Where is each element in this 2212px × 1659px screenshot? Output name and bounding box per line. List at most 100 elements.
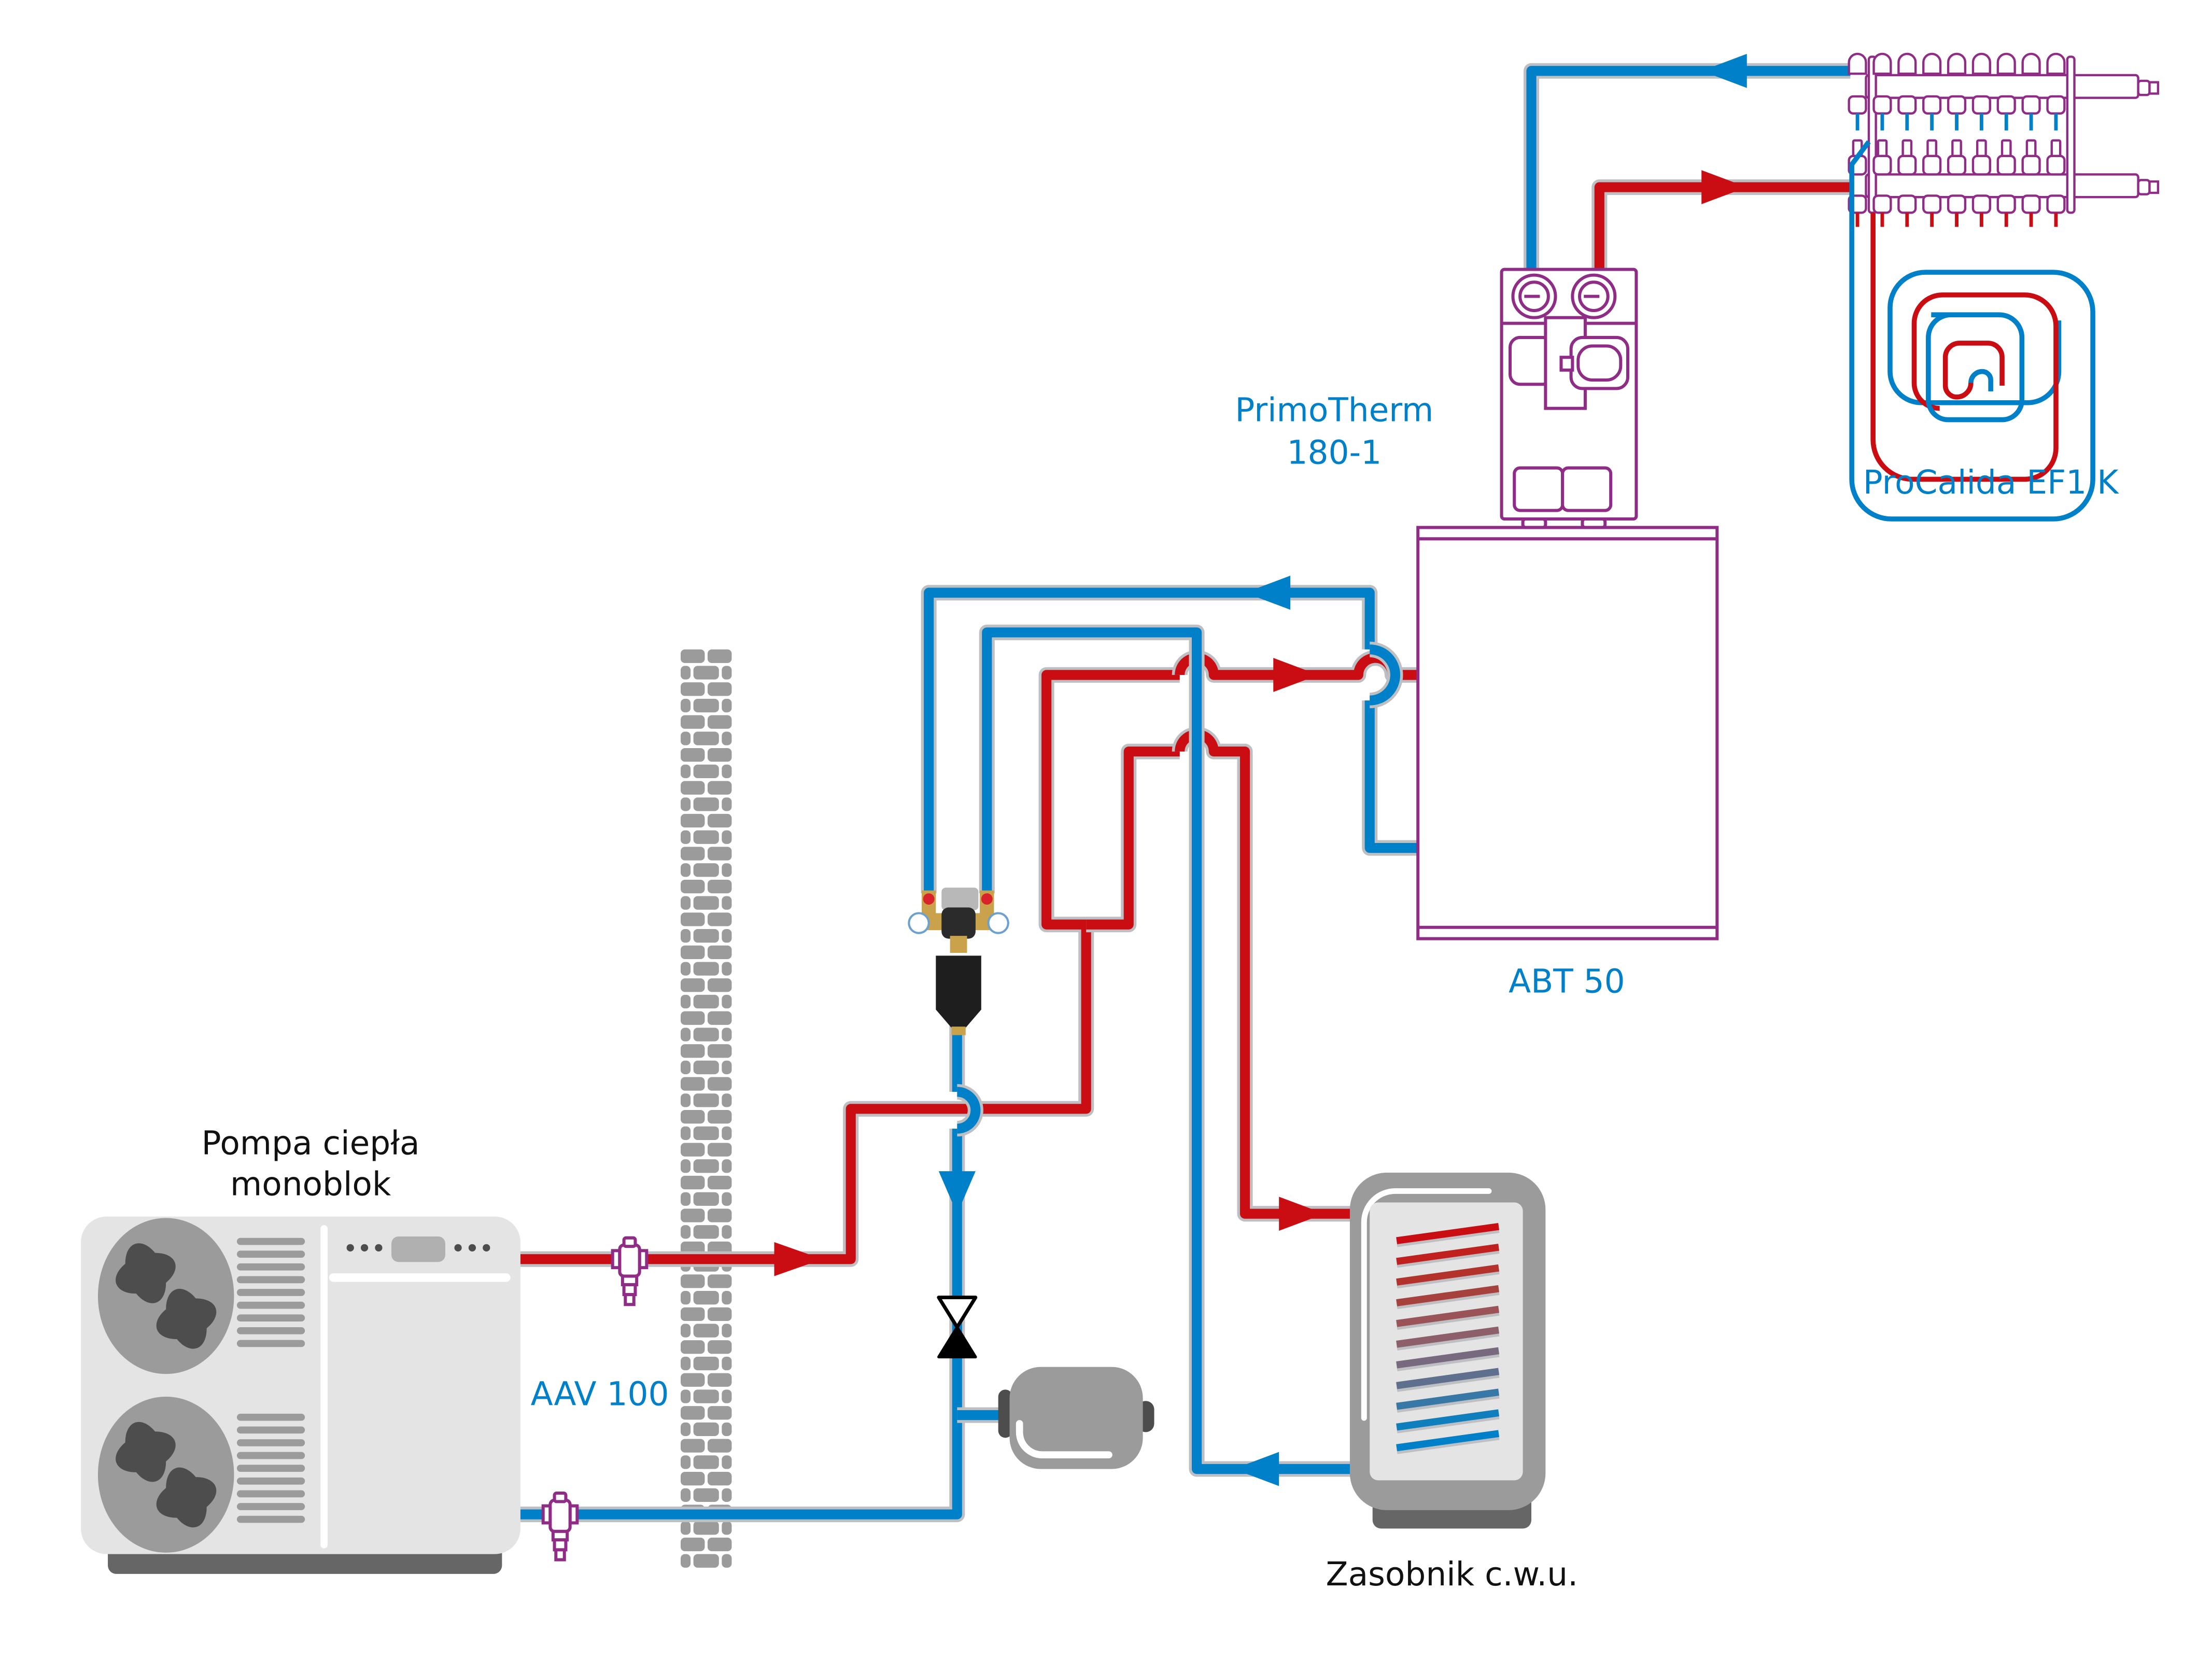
brick <box>693 1488 719 1502</box>
arrow-buffer-supply <box>1273 658 1319 692</box>
flow-arrows <box>774 53 1747 1486</box>
coil-turn <box>1396 1368 1500 1389</box>
brick <box>680 929 691 943</box>
brick <box>693 1521 719 1535</box>
brick <box>680 847 705 861</box>
vent-slot <box>236 1238 305 1245</box>
brick <box>707 649 732 663</box>
brick <box>707 1143 732 1157</box>
outlet-fitting <box>1947 194 1967 214</box>
brick <box>707 1307 732 1321</box>
vent-slot <box>236 1477 305 1485</box>
valve-cap <box>2021 52 2041 75</box>
brick <box>707 879 732 894</box>
brick <box>722 666 732 680</box>
brick <box>680 962 691 976</box>
brick <box>722 764 732 778</box>
brick <box>707 1011 732 1025</box>
outlet-fitting <box>1996 95 2016 115</box>
brick <box>693 1028 719 1042</box>
brick <box>680 1060 691 1075</box>
valve-cap <box>1996 52 2016 75</box>
ball-valve-handle-icon <box>981 893 993 905</box>
vent-slot <box>236 1426 305 1434</box>
brick <box>707 1175 732 1190</box>
valve-cap <box>1947 52 1967 75</box>
brick <box>680 797 691 811</box>
brick <box>680 945 705 959</box>
brick <box>722 698 732 713</box>
brick <box>680 994 691 1009</box>
brick <box>693 666 719 680</box>
heat-pump-label: monoblok <box>230 1165 391 1203</box>
circulation-pump-icon <box>1559 335 1630 390</box>
coil-turn <box>1396 1243 1500 1265</box>
antifreeze-valve-return <box>541 1491 579 1562</box>
brick <box>680 1274 705 1288</box>
brick <box>693 863 719 877</box>
brick <box>680 912 705 926</box>
air-vent-icon <box>2148 180 2160 194</box>
brick <box>693 1126 719 1140</box>
brick <box>722 1159 732 1173</box>
building-wall <box>680 649 732 1568</box>
outlet-fitting <box>1872 95 1892 115</box>
brick <box>680 1455 691 1469</box>
brick <box>722 1389 732 1403</box>
flow-meter-icon <box>1971 154 1991 176</box>
outlet-fitting <box>1872 194 1892 214</box>
brick <box>693 929 719 943</box>
brick <box>707 1044 732 1058</box>
flow-meter-icon <box>1922 154 1942 176</box>
valve-cap <box>1848 52 1867 75</box>
brick <box>680 1340 705 1354</box>
fan-icon <box>97 1397 234 1553</box>
floor-heating-manifold <box>1848 52 2160 227</box>
brick <box>693 1422 719 1437</box>
brick <box>680 1011 705 1025</box>
brick <box>722 1093 732 1107</box>
brick <box>707 682 732 696</box>
brick <box>680 1554 691 1568</box>
brick <box>722 1060 732 1075</box>
thermometer-gauge-icon <box>1571 273 1617 319</box>
floor-heating-loop <box>1849 140 2095 522</box>
brick <box>707 978 732 992</box>
arrow-floor-supply <box>1701 170 1747 204</box>
brick <box>707 1406 732 1420</box>
brick <box>680 781 705 795</box>
brick <box>707 1373 732 1387</box>
arrow-heat-pump-return <box>938 1171 976 1214</box>
buffer-tank-label: ABT 50 <box>1509 963 1625 1001</box>
brick <box>680 1422 691 1437</box>
brick <box>693 1093 719 1107</box>
brick <box>693 962 719 976</box>
flow-meter-icon <box>2046 154 2066 176</box>
outlet-fitting <box>1922 194 1942 214</box>
brick <box>680 1093 691 1107</box>
dhw-tank-label: Zasobnik c.w.u. <box>1326 1555 1579 1593</box>
outlet-fitting <box>2021 194 2041 214</box>
coil-turn <box>1396 1223 1500 1244</box>
antifreeze-valve-label: AAV 100 <box>531 1375 669 1413</box>
brick <box>722 896 732 910</box>
brick <box>707 1109 732 1124</box>
brick <box>707 1537 732 1552</box>
buffer-tank <box>1416 517 1719 940</box>
brick <box>693 994 719 1009</box>
brick <box>680 732 691 746</box>
brick <box>722 830 732 844</box>
dhw-tank <box>1349 1172 1546 1529</box>
thermometer-gauge-icon <box>908 912 930 934</box>
fan-icon <box>97 1218 234 1374</box>
brick <box>680 1307 705 1321</box>
brick <box>680 1488 691 1502</box>
brick <box>680 1143 705 1157</box>
brick <box>680 1406 705 1420</box>
brick <box>680 896 691 910</box>
ball-valve-handle-icon <box>923 893 935 905</box>
brick <box>722 962 732 976</box>
labels: Pompa ciepła monoblok AAV 100 ABT 50 Pri… <box>202 391 2120 1593</box>
brick <box>722 1455 732 1469</box>
brick <box>693 830 719 844</box>
